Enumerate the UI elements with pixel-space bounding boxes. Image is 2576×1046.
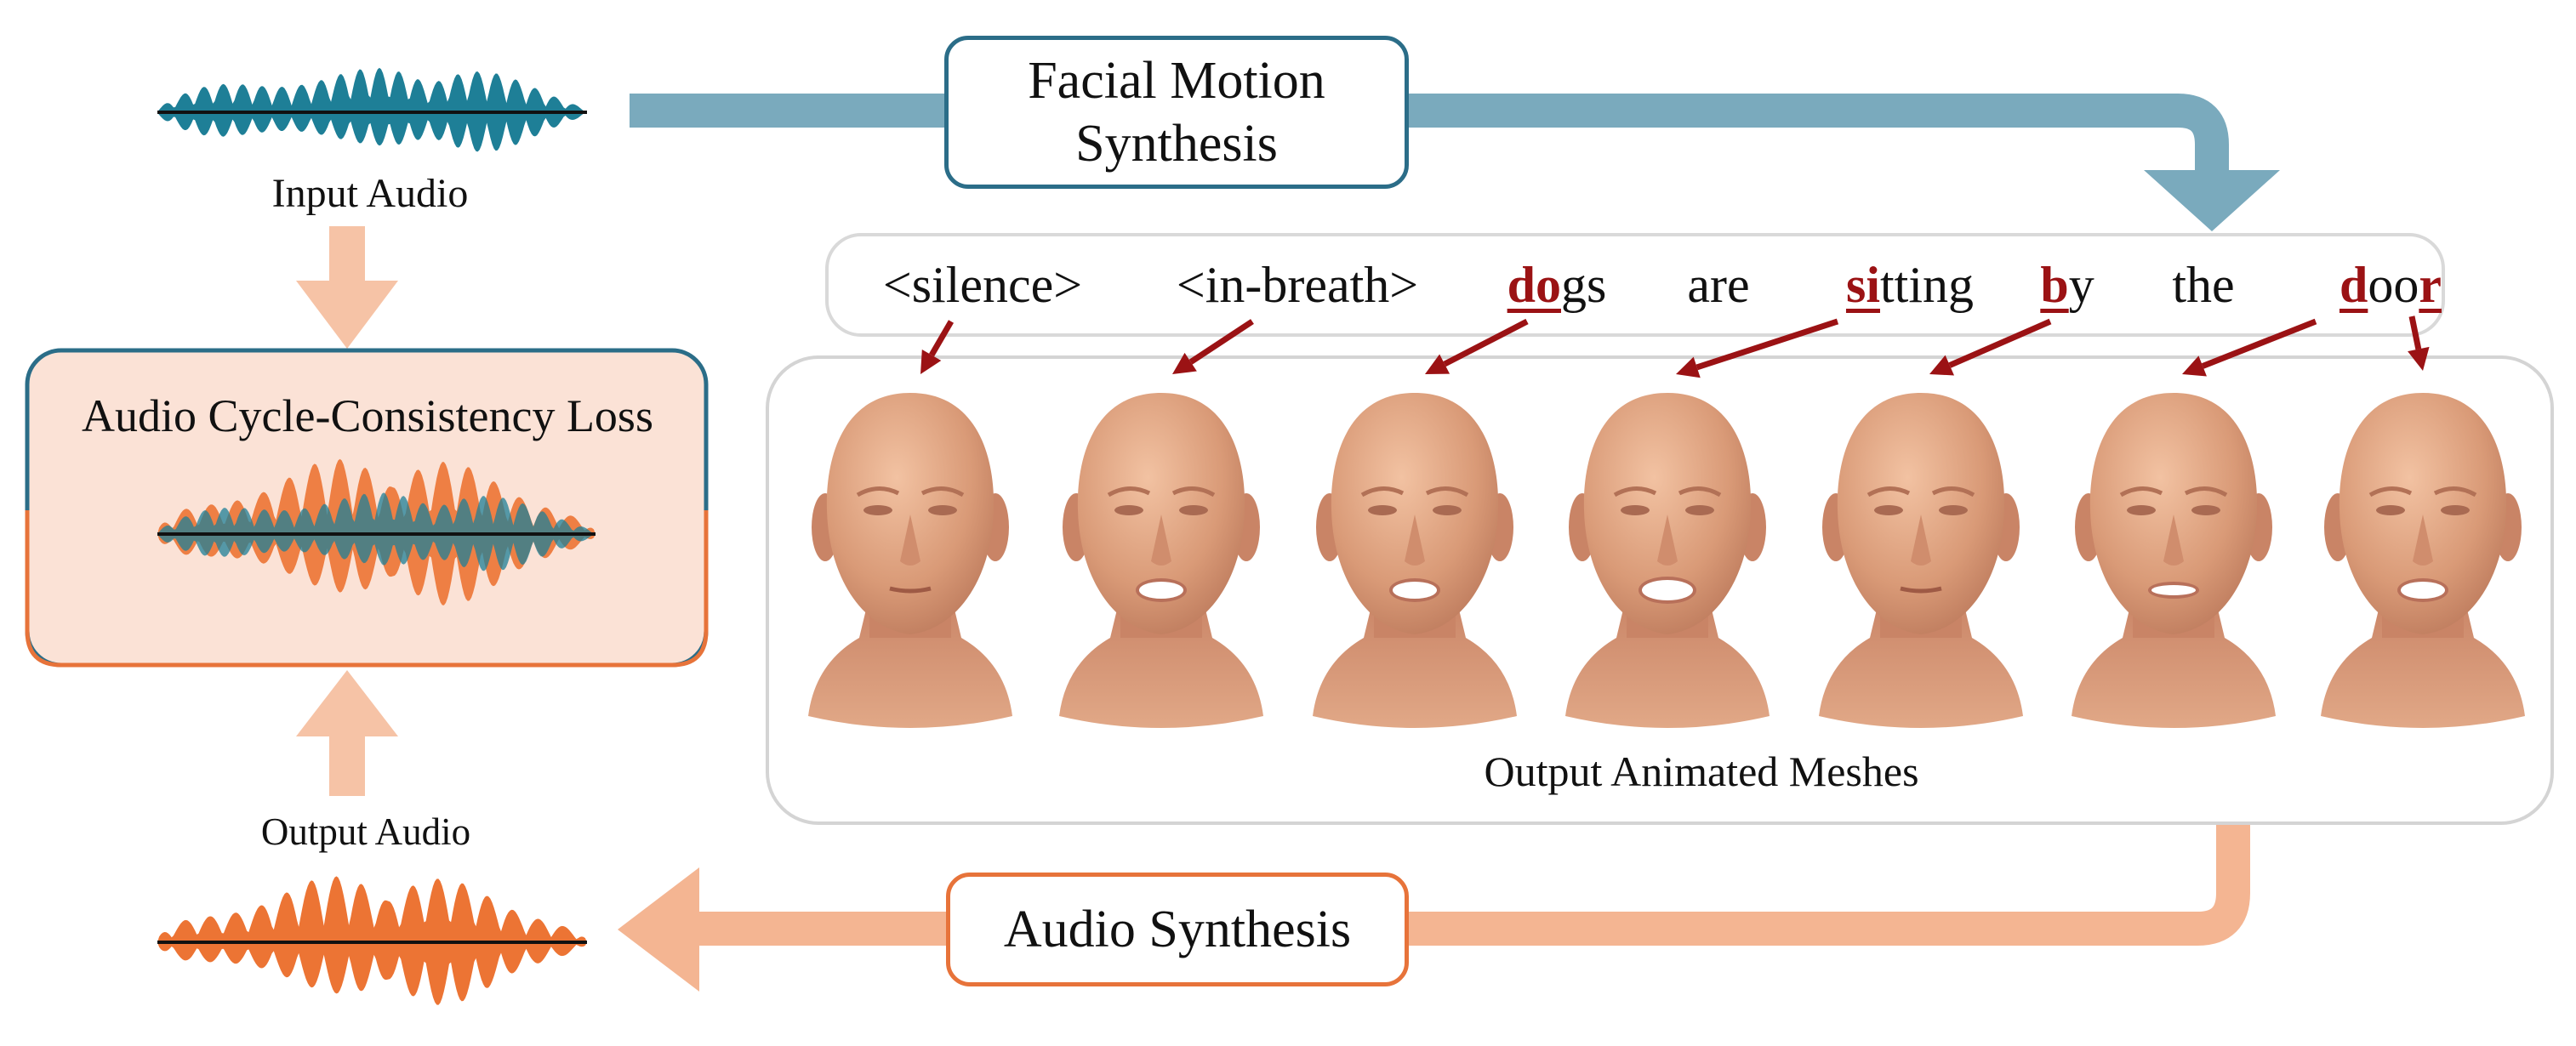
audio-synthesis-arrow-shaft — [689, 825, 2250, 946]
word-face-arrow — [1929, 318, 2052, 376]
meshes-caption: Output Animated Meshes — [1484, 748, 1919, 795]
highlighted-phoneme: do — [1507, 256, 1561, 313]
output-audio-label: Output Audio — [260, 810, 471, 853]
face-mesh — [1313, 393, 1517, 728]
word-part: <in-breath> — [1176, 256, 1419, 313]
word-part: y — [2068, 256, 2094, 313]
facial-motion-arrow — [630, 94, 2280, 231]
highlighted-phoneme: r — [2419, 256, 2442, 313]
transcript-pill — [825, 233, 2445, 337]
transcript-word: the — [2076, 235, 2331, 335]
audio-synthesis-box: Audio Synthesis — [946, 873, 1409, 986]
word-face-arrow — [1676, 318, 1839, 378]
input-to-loss-arrow — [296, 226, 398, 349]
face-mesh — [1059, 393, 1263, 728]
audio-synthesis-arrow-head — [618, 867, 699, 992]
face-mesh — [2321, 393, 2525, 728]
word-part: gs — [1561, 256, 1607, 313]
output-to-loss-arrow — [296, 670, 398, 796]
output-waveform — [157, 876, 587, 1005]
input-wave-shape — [157, 67, 587, 152]
transcript-word: <silence> — [855, 235, 1110, 335]
input-audio-label: Input Audio — [271, 171, 469, 216]
mesh-faces — [808, 393, 2525, 728]
face-mesh — [2072, 393, 2276, 728]
transcript-word: are — [1591, 235, 1846, 335]
highlighted-phoneme: d — [2339, 256, 2368, 313]
facial-motion-arrow-head — [2144, 170, 2280, 231]
input-waveform — [157, 67, 587, 152]
word-face-arrow — [2182, 318, 2317, 377]
word-part: are — [1687, 256, 1750, 313]
audio-synthesis-arrow — [618, 825, 2250, 992]
word-part: the — [2172, 256, 2235, 313]
facial-motion-arrow-shaft — [630, 94, 2229, 180]
highlighted-phoneme: si — [1845, 256, 1880, 313]
loss-title: Audio Cycle-Consistency Loss — [82, 390, 653, 441]
facial-motion-line-1: Facial Motion — [1028, 51, 1325, 110]
word-part: <silence> — [882, 256, 1083, 313]
word-part: tting — [1880, 256, 1975, 313]
transcript-word: <in-breath> — [1170, 235, 1425, 335]
facial-motion-synthesis-box: Facial Motion Synthesis — [944, 36, 1409, 189]
facial-motion-line-2: Synthesis — [1075, 115, 1278, 173]
face-mesh — [1819, 393, 2023, 728]
face-mesh — [808, 393, 1012, 728]
word-face-arrow — [2408, 316, 2430, 371]
word-face-arrow — [1172, 319, 1254, 374]
loss-input-wave-shape — [157, 492, 596, 571]
word-face-arrow — [1425, 318, 1529, 374]
face-mesh — [1565, 393, 1770, 728]
word-to-face-arrows — [920, 316, 2430, 378]
word-part: oo — [2368, 256, 2419, 313]
word-face-arrow — [920, 320, 955, 374]
highlighted-phoneme: b — [2040, 256, 2069, 313]
loss-waveform — [157, 458, 596, 605]
